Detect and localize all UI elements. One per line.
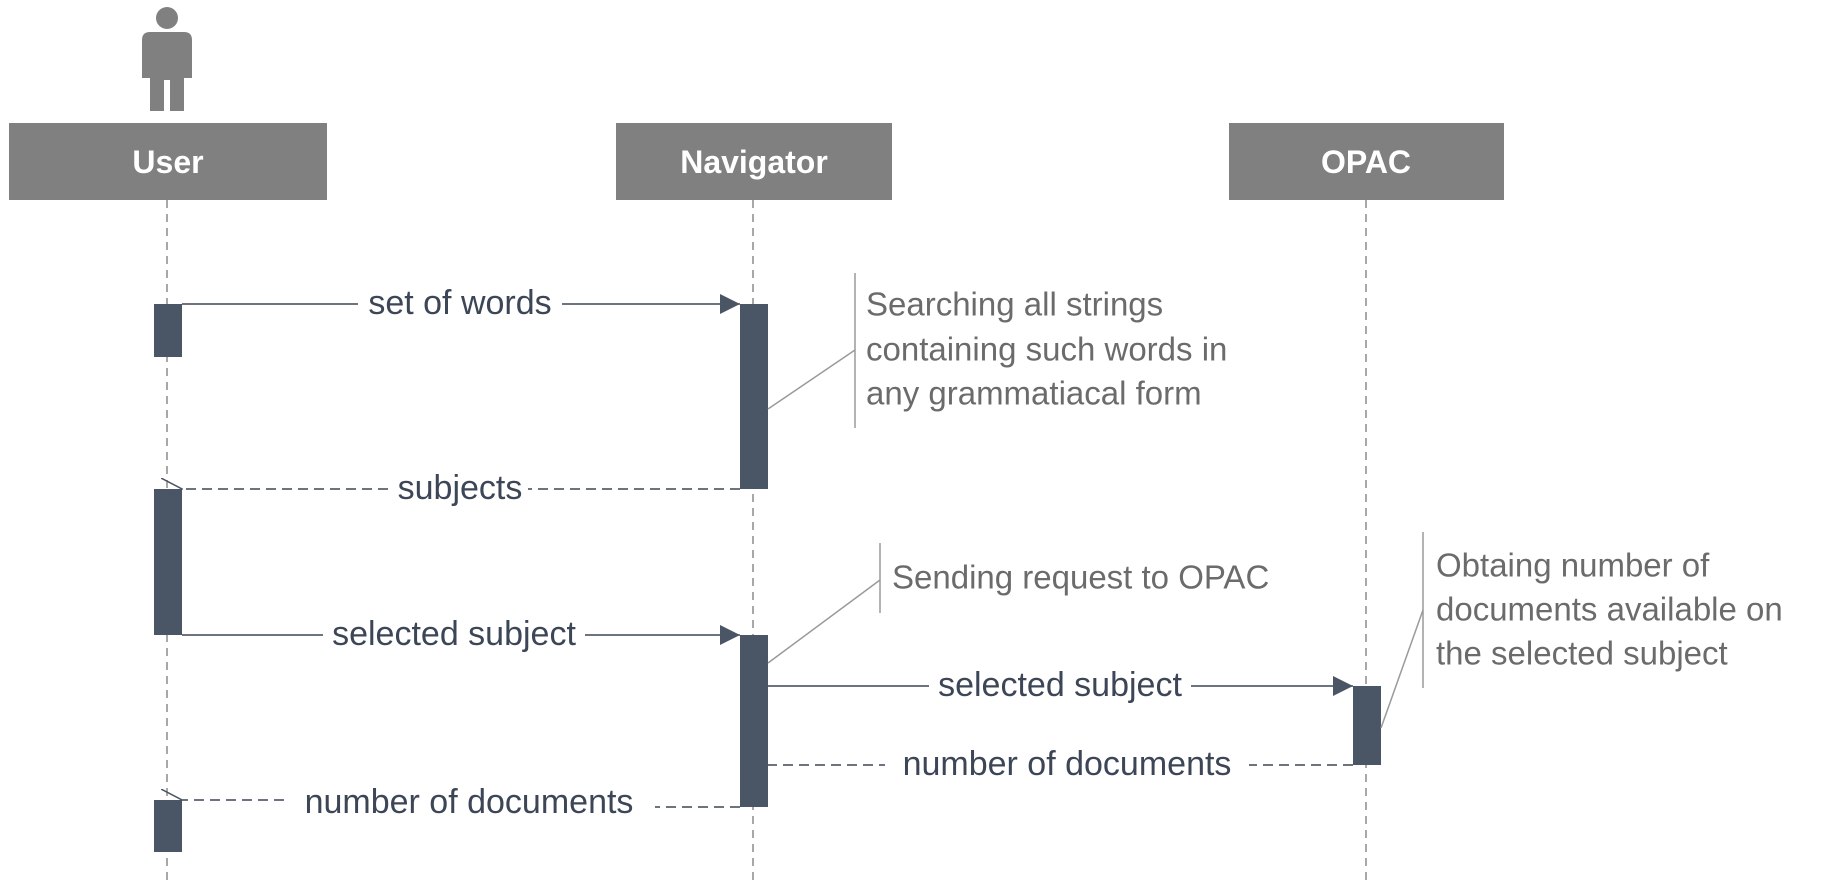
message-label: selected subject — [938, 666, 1182, 704]
note-text-line: Obtaing number of — [1436, 547, 1710, 584]
activation-opac-1 — [1353, 686, 1381, 765]
note-searching: Searching all strings containing such wo… — [767, 273, 1227, 428]
message-label: set of words — [368, 284, 551, 322]
participant-opac[interactable]: OPAC — [1229, 123, 1504, 200]
message-label: number of documents — [305, 783, 634, 821]
participant-opac-label: OPAC — [1321, 144, 1411, 180]
message-selected-subject-1: selected subject — [182, 613, 740, 655]
activation-user-2 — [154, 489, 182, 635]
note-sending-request: Sending request to OPAC — [767, 543, 1269, 664]
participant-navigator-label: Navigator — [680, 144, 828, 180]
note-text-line: Searching all strings — [866, 286, 1163, 323]
participant-user-label: User — [132, 144, 203, 180]
note-connector — [767, 579, 881, 664]
note-connector — [1380, 609, 1424, 729]
label-background — [885, 743, 1249, 785]
activation-navigator-1 — [740, 304, 768, 489]
message-label: subjects — [398, 469, 523, 507]
activation-navigator-2 — [740, 635, 768, 807]
message-number-of-documents-2: number of documents — [182, 780, 740, 822]
message-set-of-words: set of words — [182, 282, 740, 324]
message-number-of-documents-1: number of documents — [768, 743, 1353, 785]
note-obtaining: Obtaing number of documents available on… — [1380, 532, 1783, 729]
note-connector — [767, 349, 856, 410]
note-text-line: containing such words in — [866, 331, 1227, 368]
note-text-line: Sending request to OPAC — [892, 559, 1269, 596]
note-text-line: any grammatiacal form — [866, 375, 1202, 412]
activation-user-3 — [154, 800, 182, 852]
participant-navigator-box[interactable] — [616, 123, 892, 200]
label-background — [358, 282, 562, 324]
message-label: number of documents — [903, 745, 1232, 783]
person-icon — [142, 7, 192, 111]
message-label: selected subject — [332, 615, 576, 653]
label-background — [323, 613, 585, 655]
label-background — [284, 780, 654, 822]
label-background — [392, 467, 528, 509]
label-background — [929, 664, 1191, 706]
note-text-line: the selected subject — [1436, 635, 1728, 672]
participant-opac-box[interactable] — [1229, 123, 1504, 200]
note-text-line: documents available on — [1436, 591, 1783, 628]
participant-user-box[interactable] — [9, 123, 327, 200]
message-selected-subject-2: selected subject — [768, 664, 1353, 706]
participant-user[interactable]: User — [9, 123, 327, 200]
message-subjects: subjects — [182, 467, 740, 509]
participant-navigator[interactable]: Navigator — [616, 123, 892, 200]
activation-user-1 — [154, 304, 182, 357]
